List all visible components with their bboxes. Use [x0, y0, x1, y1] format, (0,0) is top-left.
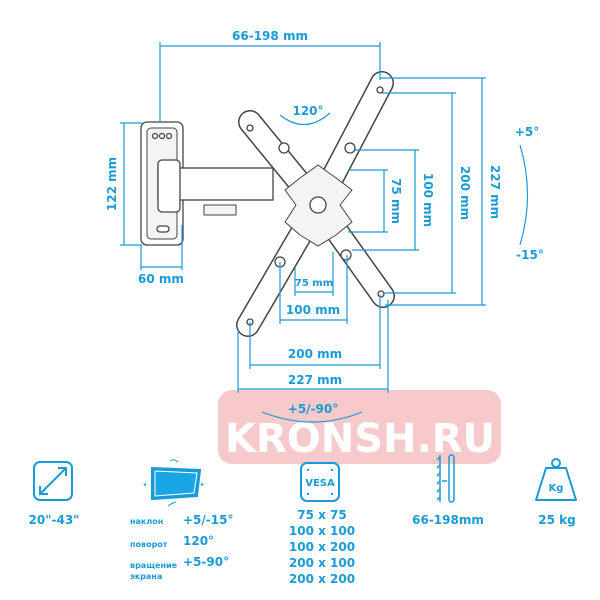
- svg-text:▸: ▸: [201, 481, 204, 488]
- dim-vesa-v200: 200 mm: [458, 166, 472, 220]
- dim-vesa-h100: 100 mm: [286, 303, 340, 317]
- motion-value-tilt: +5/-15°: [183, 513, 233, 527]
- motion-value-swivel: 120°: [183, 534, 214, 548]
- dim-arm-extension: 66-198 mm: [232, 29, 308, 43]
- dim-wall-plate-height: 122 mm: [105, 157, 119, 211]
- dim-rotation: +5/-90°: [288, 402, 338, 416]
- dim-vesa-h200: 200 mm: [288, 347, 342, 361]
- wall-distance-value: 66-198mm: [412, 513, 484, 527]
- diagonal-arrow-icon: [33, 461, 73, 501]
- motion-label-rotation: вращение: [130, 561, 178, 570]
- vesa-bracket: [236, 71, 395, 337]
- dim-tilt-up: +5°: [515, 125, 539, 139]
- swing-arm: [157, 159, 274, 216]
- vesa-icon: VESA: [300, 462, 340, 502]
- dim-wall-plate-width: 60 mm: [138, 272, 184, 286]
- watermark: KRONSH.RU: [218, 390, 501, 464]
- svg-text:◂: ◂: [143, 481, 146, 488]
- dim-vesa-v75: 75 mm: [389, 178, 403, 224]
- motion-label-swivel: поворот: [130, 540, 168, 549]
- vesa-value: 75 x 75: [297, 508, 347, 522]
- dimension-lines: [120, 42, 529, 423]
- weight-icon: Kg: [535, 458, 577, 501]
- motion-value-rotation: +5-90°: [183, 555, 229, 569]
- svg-text:KRONSH.RU: KRONSH.RU: [225, 416, 495, 462]
- vesa-value: 100 x 100: [289, 524, 355, 538]
- motion-label-rotation-2: экрана: [130, 572, 162, 581]
- dim-swivel: 120°: [292, 104, 323, 118]
- motion-label-tilt: наклон: [130, 517, 163, 526]
- svg-text:VESA: VESA: [305, 478, 335, 489]
- dim-vesa-v100: 100 mm: [421, 173, 435, 227]
- svg-text:Kg: Kg: [549, 483, 564, 494]
- screen-size-value: 20"-43": [29, 513, 80, 527]
- vesa-value: 200 x 200: [289, 572, 355, 586]
- dim-vesa-h75: 75 mm: [295, 278, 333, 289]
- wall-distance-icon: [436, 454, 455, 503]
- dim-bracket-height: 227 mm: [488, 165, 502, 219]
- tv-motion-icon: ◂▸: [143, 459, 204, 507]
- vesa-value: 200 x 100: [289, 556, 355, 570]
- dim-bracket-width: 227 mm: [288, 373, 342, 387]
- vesa-value: 100 x 200: [289, 540, 355, 554]
- dim-tilt-down: -15°: [516, 248, 544, 262]
- max-load-value: 25 kg: [538, 513, 575, 527]
